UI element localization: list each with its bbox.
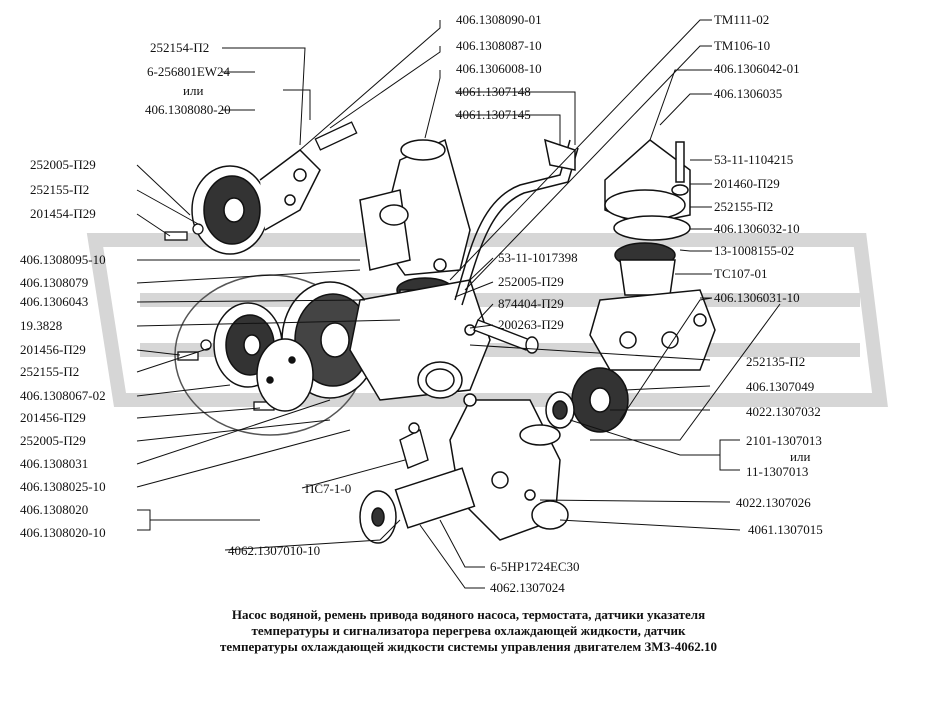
label-406-1308025-10: 406.1308025-10	[20, 479, 106, 494]
label-406-1306032-10: 406.1306032-10	[714, 221, 800, 236]
background-band	[86, 233, 888, 407]
label-406-1308020: 406.1308020	[20, 502, 89, 517]
label-252135-p2: 252135-П2	[746, 354, 806, 369]
pump-pulley-illustration	[174, 274, 379, 436]
label-11-1307013: 11-1307013	[746, 464, 809, 479]
label-13-1008155-02: 13-1008155-02	[714, 243, 795, 258]
label-406-1307049: 406.1307049	[746, 379, 815, 394]
label-252005-p29-left-2: 252005-П29	[20, 433, 86, 448]
label-6-5hp1724ec30: 6-5HP1724EC30	[490, 559, 580, 574]
hose-illustration	[454, 138, 579, 306]
label-4061-1307148: 4061.1307148	[456, 84, 531, 99]
label-406-1308020-10: 406.1308020-10	[20, 525, 106, 540]
label-406-1308087-10: 406.1308087-10	[456, 38, 542, 53]
label-201454-p29: 201454-П29	[30, 206, 96, 221]
label-4062-1307010-10: 4062.1307010-10	[228, 543, 321, 558]
label-406-1306043: 406.1306043	[20, 294, 89, 309]
label-201460-p29: 201460-П29	[714, 176, 780, 191]
label-406-1308090-01: 406.1308090-01	[456, 12, 542, 27]
tensioner-pulley-illustration	[191, 149, 321, 255]
label-ts107-01: ТС107-01	[714, 266, 768, 281]
label-53-11-1104215: 53-11-1104215	[714, 152, 794, 167]
impeller-illustration	[545, 367, 629, 433]
label-4062-1307024: 4062.1307024	[490, 580, 565, 595]
label-252005-p29-mid: 252005-П29	[498, 274, 564, 289]
thermostat-housing-illustration	[349, 138, 491, 401]
sensor-illustration	[399, 422, 429, 469]
label-or-1: или	[183, 83, 204, 98]
leader-lines	[136, 19, 781, 589]
label-406-1308079: 406.1308079	[20, 275, 89, 290]
caption-line-2: температуры и сигнализатора перегрева ох…	[251, 623, 686, 638]
caption-line-3: температуры охлаждающей жидкости системы…	[220, 639, 717, 654]
label-406-1308080-20: 406.1308080-20	[145, 102, 231, 117]
label-406-1308067-02: 406.1308067-02	[20, 388, 106, 403]
label-406-1306031-10: 406.1306031-10	[714, 290, 800, 305]
pump-body-illustration	[359, 393, 569, 544]
label-tm106-10: ТМ106-10	[714, 38, 771, 53]
label-252155-p2-left-1: 252155-П2	[30, 182, 90, 197]
label-406-1306035: 406.1306035	[714, 86, 783, 101]
label-ps7-1-0: ПС7-1-0	[305, 481, 352, 496]
label-406-1308095-10: 406.1308095-10	[20, 252, 106, 267]
label-201456-p29-left-2: 201456-П29	[20, 410, 86, 425]
label-4061-1307145: 4061.1307145	[456, 107, 531, 122]
label-tm111-02: ТМ111-02	[714, 12, 770, 27]
label-874404-p29: 874404-П29	[498, 296, 564, 311]
label-252154-p2: 252154-П2	[150, 40, 210, 55]
label-6-256801ew24: 6-256801EW24	[147, 64, 231, 79]
label-406-1308031: 406.1308031	[20, 456, 89, 471]
label-19-3828: 19.3828	[20, 318, 63, 333]
label-201456-p29-left-1: 201456-П29	[20, 342, 86, 357]
label-200263-p29: 200263-П29	[498, 317, 564, 332]
label-4061-1307015: 4061.1307015	[748, 522, 823, 537]
right-thermostat-group-illustration	[589, 139, 716, 371]
figure-caption: Насос водяной, ремень привода водяного н…	[150, 607, 787, 655]
label-252005-p29-left-1: 252005-П29	[30, 157, 96, 172]
label-53-11-1017398: 53-11-1017398	[498, 250, 578, 265]
label-252155-p2-right: 252155-П2	[714, 199, 774, 214]
caption-line-1: Насос водяной, ремень привода водяного н…	[231, 607, 706, 622]
label-4022-1307032: 4022.1307032	[746, 404, 821, 419]
label-2101-1307013: 2101-1307013	[746, 433, 822, 448]
label-406-1306008-10: 406.1306008-10	[456, 61, 542, 76]
label-or-2: или	[790, 449, 811, 464]
label-252155-p2-left-2: 252155-П2	[20, 364, 80, 379]
label-4022-1307026: 4022.1307026	[736, 495, 811, 510]
label-406-1306042-01: 406.1306042-01	[714, 61, 800, 76]
